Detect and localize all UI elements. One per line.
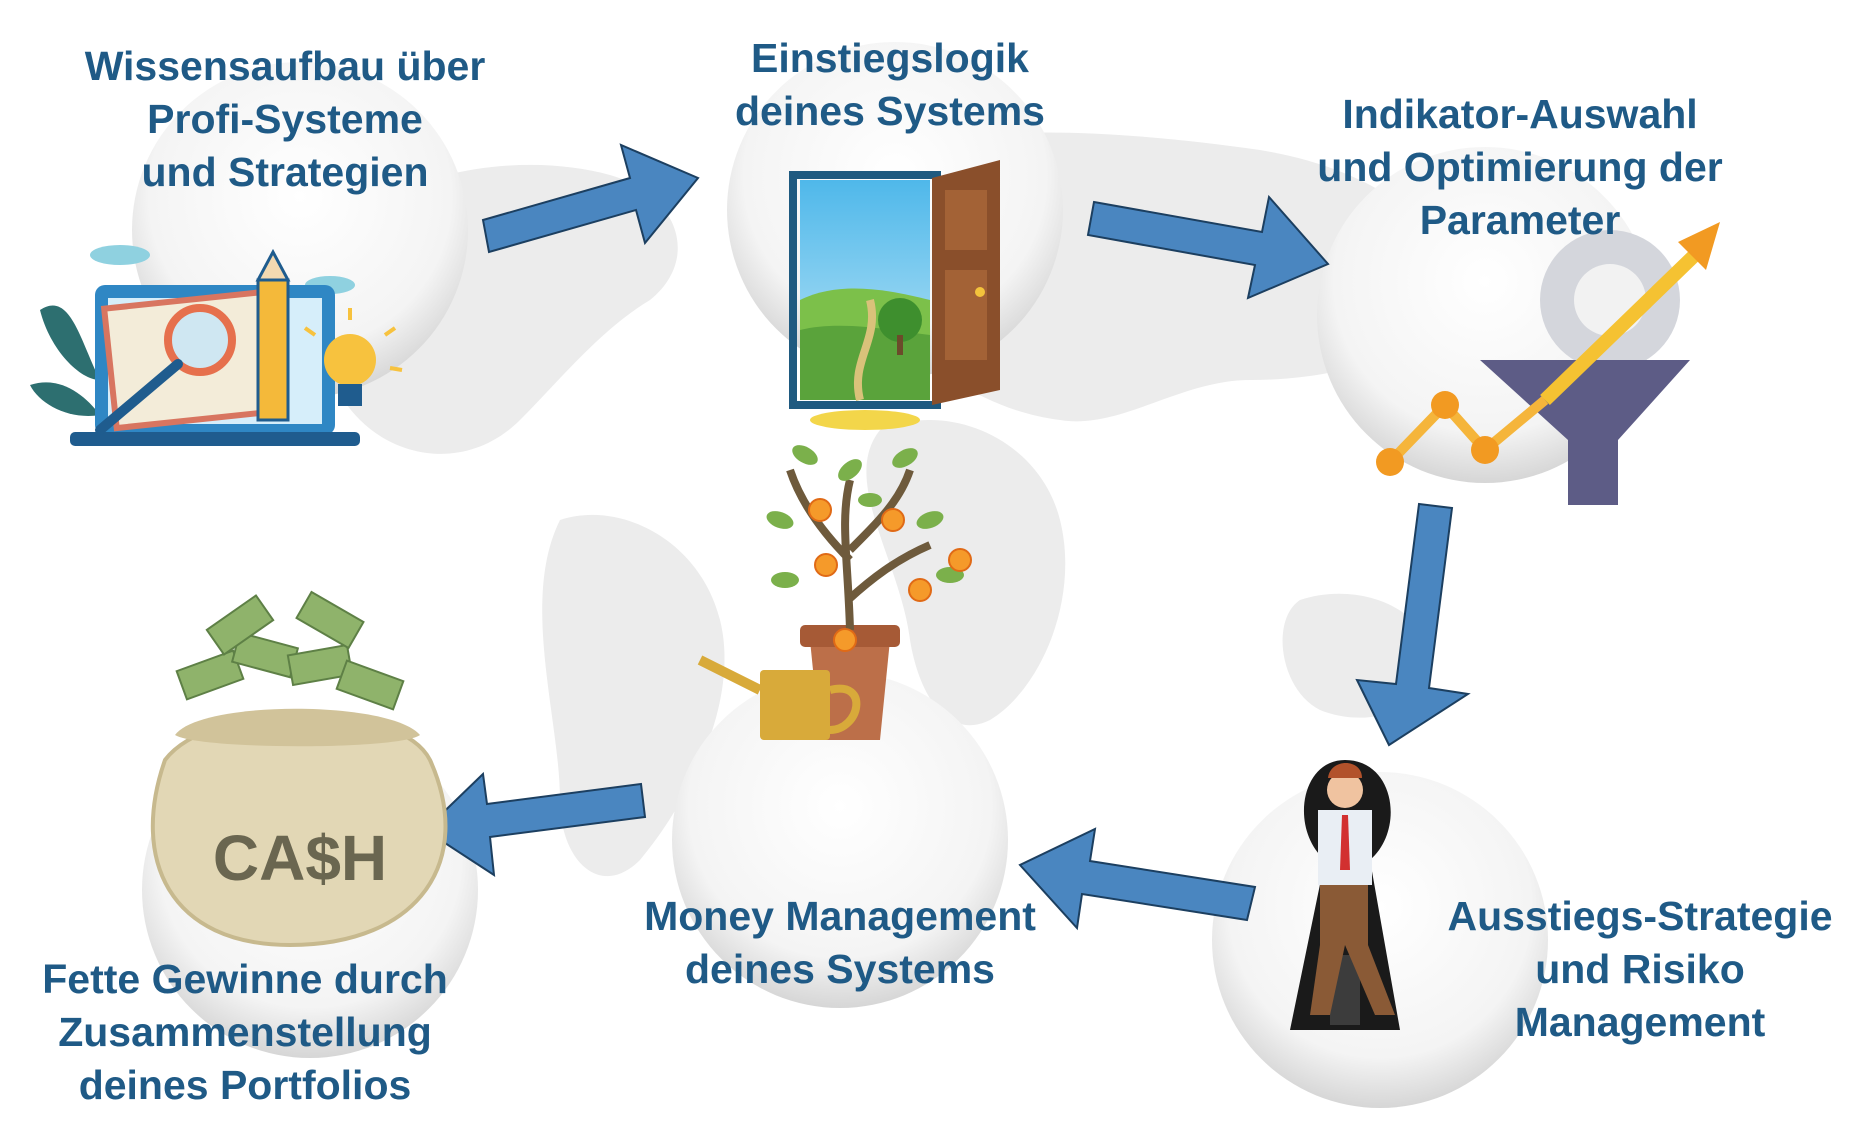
step-5-label: Money Management deines Systems <box>644 893 1036 992</box>
arrow-step4-to-step5 <box>1018 827 1257 931</box>
open-door-icon <box>789 160 1000 430</box>
funnel-gear-chart-icon <box>1376 222 1720 505</box>
step-1-label: Wissensaufbau über Profi-Systeme und Str… <box>84 43 486 195</box>
arrow-step2-to-step3 <box>1086 194 1330 300</box>
arrow-step1-to-step2 <box>481 143 700 254</box>
arrow-step3-to-step4 <box>1355 502 1471 747</box>
step-4-label: Ausstiegs-Strategie und Risiko Managemen… <box>1447 893 1833 1045</box>
flow-arrows <box>423 143 1471 931</box>
laptop-notebook-icon <box>30 245 403 446</box>
step-6-label: Fette Gewinne durch Zusammenstellung dei… <box>42 956 448 1108</box>
cash-bag-label: CA$H <box>213 822 387 894</box>
cash-bag-icon: CA$H <box>150 590 448 948</box>
money-tree-icon <box>697 445 972 740</box>
step-3-label: Indikator-Auswahl und Optimierung der Pa… <box>1317 91 1723 243</box>
keyhole-businessman-icon <box>1290 760 1400 1030</box>
step-2-label: Einstiegslogik deines Systems <box>735 35 1045 134</box>
arrow-step5-to-step6 <box>423 771 647 877</box>
